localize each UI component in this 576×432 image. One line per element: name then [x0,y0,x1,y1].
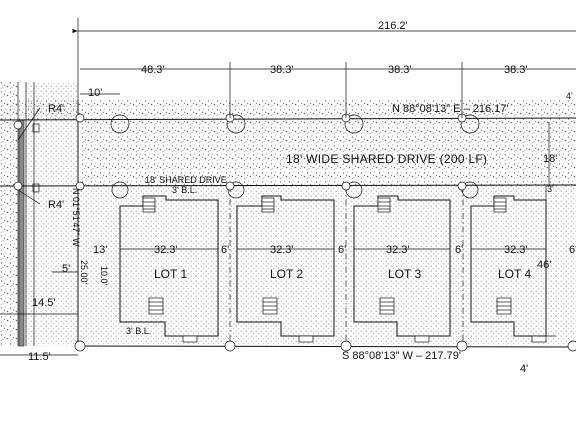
south-bearing: S 88°08'13" W – 217.79' [342,350,461,362]
lot-3-label: LOT 3 [388,267,421,281]
side-gap-1: 13' [93,244,107,256]
dimension-lines [0,18,576,356]
bldg-width-2: 32.3' [270,244,294,256]
lot-4-label: LOT 4 [498,267,531,281]
lots-area [80,186,576,346]
drive-small-label: 18' SHARED DRIVE [145,175,227,185]
dim-offset-left: 10' [88,87,102,99]
side-gap-2: 6' [221,244,229,256]
dim-lot-width-1: 48.3' [141,64,165,76]
dim-left-11: 11.5' [28,351,51,363]
drive-width: 18' [543,153,557,165]
bldg-width-3: 32.3' [386,244,410,256]
dim-top-right: 4' [566,91,573,101]
bldg-width-1: 32.3' [154,244,178,256]
lot-1-label: LOT 1 [154,267,187,281]
markers [13,113,576,352]
lot-2-label: LOT 2 [270,267,303,281]
bldg-setback: 3' [547,184,554,194]
boundaries [0,100,576,348]
front-setback: 4' [520,363,528,375]
buildings [119,195,547,343]
drive-main-label: 18' WIDE SHARED DRIVE (200 LF) [286,152,487,166]
dim-vertical-25: 25.00' [79,260,89,285]
dim-left-14: 14.5' [32,297,56,309]
dim-left-5: 5' [62,263,70,275]
side-gap-5: 6' [569,244,576,256]
bl-bottom-label: 3' B.L. [126,326,151,336]
side-gap-3: 6' [338,244,346,256]
north-bearing: N 88°08'13" E – 216.17' [392,103,508,115]
dim-overall: 216.2' [378,20,408,32]
left-road [0,82,78,347]
side-gap-4: 6' [455,244,463,256]
dim-vertical-10: 10.0' [99,266,109,286]
west-bearing: N 01°51'47" W [71,188,81,247]
bldg-depth: 46' [537,259,551,271]
dim-lot-width-3: 38.3' [388,64,412,76]
dim-lot-width-2: 38.3' [270,64,294,76]
dim-lot-width-4: 38.3' [504,64,528,76]
radius-bottom: R4' [48,199,64,211]
radius-top: R4' [48,103,64,115]
shared-drive [0,100,576,186]
bldg-width-4: 32.3' [504,244,528,256]
bl-top-label: 3' B.L. [172,185,197,195]
